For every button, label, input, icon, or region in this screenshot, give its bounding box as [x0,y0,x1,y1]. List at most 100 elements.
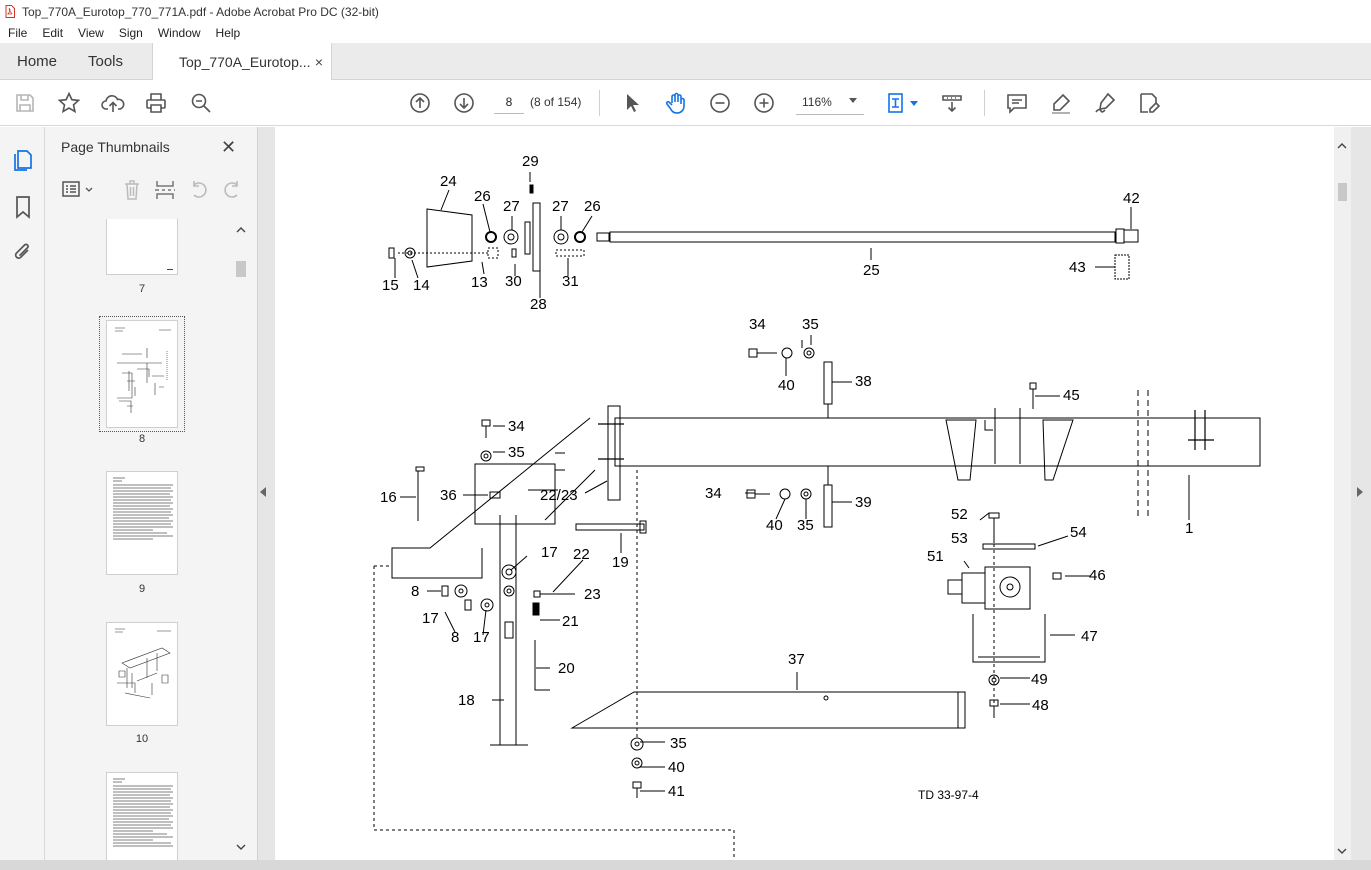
thumbnail-page-9[interactable] [106,471,178,575]
tab-close-icon[interactable]: × [314,54,323,70]
thumbnail-page-7[interactable] [106,219,178,275]
part-label: 37 [788,651,805,668]
part-label: 22 [573,546,590,563]
part-label: 1 [1185,520,1193,537]
thumbnail-page-10[interactable] [106,622,178,726]
zoom-value: 116% [802,94,832,109]
document-scrollbar[interactable] [1334,127,1351,860]
page-thumbnails-icon[interactable] [10,147,36,173]
hand-icon[interactable] [662,89,690,117]
part-label: 34 [508,418,525,435]
part-label: 52 [951,506,968,523]
part-label: 29 [522,153,539,170]
print-icon[interactable] [142,89,170,117]
part-label: 20 [558,660,575,677]
title-bar: Top_770A_Eurotop_770_771A.pdf - Adobe Ac… [0,0,1371,23]
close-icon[interactable]: ✕ [221,137,237,157]
part-label: 8 [411,583,419,600]
menu-window[interactable]: Window [157,26,201,40]
part-label: 35 [508,444,525,461]
part-label: 26 [584,198,601,215]
part-label: 19 [612,554,629,571]
menu-sign[interactable]: Sign [118,26,143,40]
page-down-icon[interactable] [450,89,478,117]
part-label: 38 [855,373,872,390]
part-label: 53 [951,530,968,547]
collapse-panel-left-icon[interactable] [260,487,266,497]
rotate-ccw-icon[interactable] [188,179,210,201]
part-label: 23 [584,586,601,603]
tab-document-label: Top_770A_Eurotop... [179,54,311,70]
bookmark-icon[interactable] [10,194,36,220]
comment-icon[interactable] [1003,89,1031,117]
highlight-icon[interactable] [1047,89,1075,117]
part-label: 54 [1070,524,1087,541]
part-label: 28 [530,296,547,313]
part-label: 36 [440,487,457,504]
attachment-icon[interactable] [10,239,36,265]
thumbnail-panel: Page Thumbnails ✕ 7 [45,127,258,870]
select-cursor-icon[interactable] [618,89,646,117]
menu-view[interactable]: View [78,26,104,40]
thumbnail-label-8: 8 [138,433,146,445]
tab-home[interactable]: Home [17,53,58,70]
part-label: 17 [422,610,439,627]
upload-icon[interactable] [99,89,127,117]
thumbnail-label-10: 10 [135,733,149,745]
page-number-input[interactable] [494,90,524,114]
tab-tools[interactable]: Tools [88,53,124,70]
part-label: 51 [927,548,944,565]
edit-pdf-icon[interactable] [1135,89,1163,117]
menu-help[interactable]: Help [215,26,241,40]
insert-page-icon[interactable] [154,179,176,201]
toolbar-divider [599,90,600,116]
part-label: 14 [413,277,430,294]
menu-bar: File Edit View Sign Window Help [0,23,1371,43]
part-label: 40 [766,517,783,534]
save-icon[interactable] [11,89,39,117]
collapse-panel-right-icon[interactable] [1357,487,1363,497]
menu-file[interactable]: File [8,26,28,40]
zoom-out-icon[interactable] [706,89,734,117]
rotate-cw-icon[interactable] [221,179,243,201]
part-label: 40 [778,377,795,394]
part-label: 35 [670,735,687,752]
zoom-in-icon[interactable] [750,89,778,117]
page-view-icon[interactable] [884,89,912,117]
part-label: 48 [1032,697,1049,714]
thumbnail-options-button[interactable] [61,179,97,201]
part-label: 40 [668,759,685,776]
thumbnail-page-11[interactable] [106,772,178,862]
part-label: 47 [1081,628,1098,645]
scroll-mode-icon[interactable] [938,89,966,117]
bookmark-star-icon[interactable] [55,89,83,117]
part-label: 46 [1089,567,1106,584]
part-label: 27 [503,198,520,215]
part-label: 27 [552,198,569,215]
zoom-select[interactable]: 116% [796,89,864,115]
part-label: 22/23 [540,487,578,504]
sign-icon[interactable] [1091,89,1119,117]
pdf-app-icon [5,5,15,18]
part-label: 8 [451,629,459,646]
part-label: 43 [1069,259,1086,276]
thumbnail-scrollbar[interactable] [234,219,248,859]
part-label: 26 [474,188,491,205]
drawing-reference: TD 33-97-4 [918,788,979,802]
part-label: 21 [562,613,579,630]
part-label: 35 [802,316,819,333]
part-label: 41 [668,783,685,800]
menu-edit[interactable]: Edit [42,26,64,40]
tab-document[interactable]: Top_770A_Eurotop... × [152,43,332,81]
part-labels: 24 29 26 27 27 26 42 15 14 13 30 28 31 2… [380,153,1193,802]
trash-icon[interactable] [122,179,142,201]
zoom-search-icon[interactable] [187,89,215,117]
part-label: 39 [855,494,872,511]
page-up-icon[interactable] [406,89,434,117]
thumbnail-page-8[interactable] [106,320,178,428]
page-view-caret-icon[interactable] [910,101,918,106]
page-count: (8 of 154) [530,95,582,109]
part-label: 16 [380,489,397,506]
toolbar [0,80,1371,126]
